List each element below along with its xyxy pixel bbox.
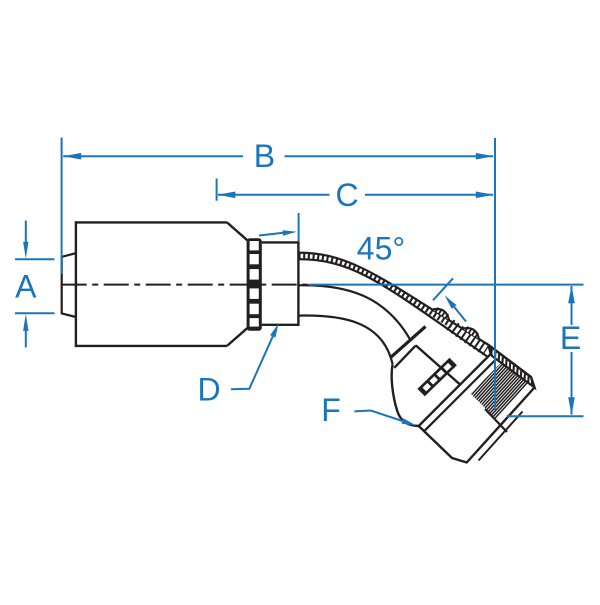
svg-text:F: F bbox=[321, 392, 341, 428]
svg-text:C: C bbox=[335, 177, 358, 213]
svg-text:A: A bbox=[15, 269, 37, 305]
svg-text:B: B bbox=[254, 138, 275, 174]
svg-text:45°: 45° bbox=[357, 231, 405, 267]
svg-text:D: D bbox=[197, 372, 220, 408]
svg-text:E: E bbox=[560, 320, 581, 356]
